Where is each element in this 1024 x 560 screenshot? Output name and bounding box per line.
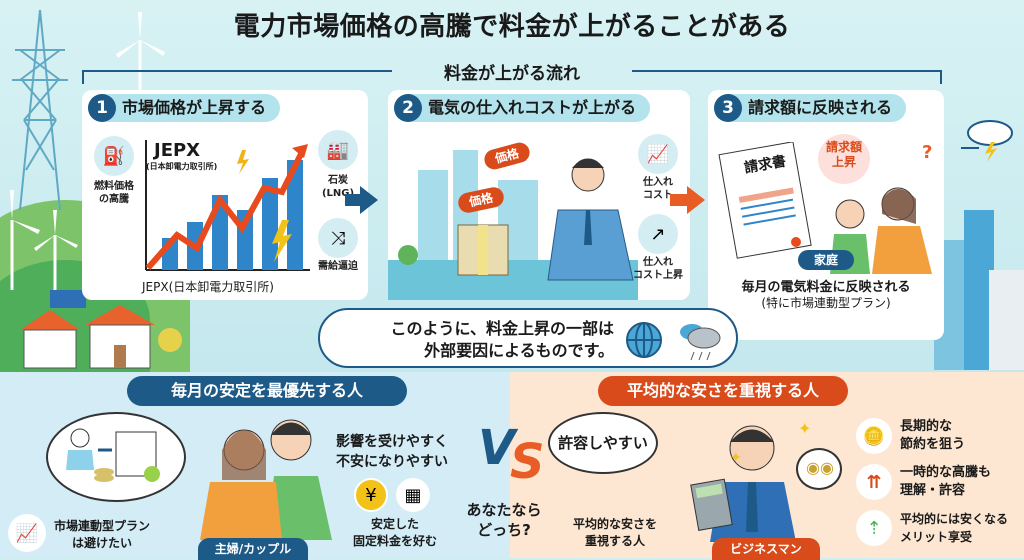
step-heading: 1 市場価格が上昇する <box>88 94 281 122</box>
label-fuel: 燃料価格 の高騰 <box>94 181 134 205</box>
supply-demand-icon: ⤨ <box>318 218 358 258</box>
yen-icon: ¥ <box>354 478 388 512</box>
houses-icon <box>20 290 182 369</box>
step-panel-2: 2 電気の仕入れコストが上がる 価格 価格 📈 仕入れ コスト ↗ 仕入れ コス… <box>388 90 690 300</box>
power-tower-icon <box>12 10 68 210</box>
step-panel-3: 3 請求額に反映される 請求書 請求額 上昇 ? 家庭 毎月の電気料金に反映され… <box>708 90 944 340</box>
benefit-3: 平均的には安くなる メリット享受 <box>900 512 1009 544</box>
step-panel-1: 1 市場価格が上昇する ⛽ 燃料価格 の高騰 JEPX (日本卸電力取引所) J… <box>82 90 368 300</box>
anxiety-note: 影響を受けやすく 不安になりやすい <box>336 434 448 470</box>
divider <box>632 70 942 72</box>
label-supply: 需給逼迫 <box>318 261 358 272</box>
question-icon: ? <box>922 142 933 163</box>
businessman-illustration: ✦ ✦ <box>690 419 811 542</box>
fuel-can-icon: ⛽ <box>94 136 134 176</box>
coin-hand-icon: 🪙 <box>856 418 892 454</box>
wind-turbine-icon <box>116 12 165 90</box>
divider <box>940 70 942 84</box>
stability-heading: 毎月の安定を最優先する人 <box>127 376 407 406</box>
globe-icon <box>626 322 662 358</box>
city-buildings-icon <box>934 210 1024 370</box>
vs-s: S <box>510 434 545 490</box>
page-title: 電力市場価格の高騰で料金が上がることがある <box>233 12 791 42</box>
rain-cloud-icon <box>680 324 721 361</box>
coins-bubble <box>796 448 842 490</box>
step3-subcaption: (特に市場連動型プラン) <box>761 296 891 310</box>
city-worker-illustration <box>388 150 638 300</box>
invoice-icon <box>718 142 812 259</box>
benefit-2: 一時的な高騰も 理解・許容 <box>900 465 992 498</box>
jepx-bar-chart <box>145 140 310 271</box>
step3-caption: 毎月の電気料金に反映される <box>741 280 911 295</box>
label-lng: 石炭 (LNG) <box>321 175 355 199</box>
chart-title: JEPX <box>154 140 201 161</box>
speech-bubble <box>818 134 870 184</box>
wind-turbine-icon <box>10 190 78 290</box>
cost-chart-icon: 📈 <box>638 134 678 174</box>
couple-tag: 主婦/カップル <box>198 538 308 560</box>
svg-text:✦: ✦ <box>730 450 742 466</box>
vs-v: V <box>478 420 516 476</box>
benefit-1: 長期的な 節約を狙う <box>900 419 966 452</box>
market-chart-icon: 📈 <box>8 514 46 552</box>
step-heading: 3 請求額に反映される <box>714 94 907 122</box>
flow-arrow <box>345 194 361 206</box>
fixed-plan-thought-icon <box>66 428 160 482</box>
which-question: あなたなら どっち? <box>466 501 542 539</box>
chart-subtitle: (日本卸電力取引所) <box>146 162 218 171</box>
flow-arrow-icon <box>687 186 705 214</box>
fixed-rate-note: 安定した 固定料金を好む <box>352 517 437 548</box>
flow-arrow-icon <box>360 186 378 214</box>
coins-icon: ◉◉ <box>806 458 834 477</box>
label-cost-up: 仕入れ コスト上昇 <box>633 257 683 281</box>
lng-coal-icon: 🏭 <box>318 130 358 170</box>
svg-text:✦: ✦ <box>798 419 811 438</box>
flow-arrow <box>670 194 688 206</box>
speech-cloud <box>548 412 658 474</box>
step-number: 1 <box>88 94 116 122</box>
step-number: 2 <box>394 94 422 122</box>
savings-hand-icon: ⇡ <box>856 510 892 546</box>
household-tag: 家庭 <box>798 250 854 270</box>
divider <box>82 70 84 84</box>
callout-text: このように、料金上昇の一部は 外部要因によるものです。 <box>390 319 614 360</box>
up-arrows-icon: ⇈ <box>856 464 892 500</box>
average-heading: 平均的な安さを重視する人 <box>598 376 848 406</box>
cost-up-icon: ↗ <box>638 214 678 254</box>
step-heading: 2 電気の仕入れコストが上がる <box>394 94 651 122</box>
bill-up-label: 請求額 上昇 <box>825 140 862 169</box>
step-number: 3 <box>714 94 742 122</box>
label-cost: 仕入れ コスト <box>643 177 673 201</box>
flow-label: 料金が上がる流れ <box>444 64 580 84</box>
tolerant-speech: 許容しやすい <box>558 434 648 452</box>
businessman-tag: ビジネスマン <box>712 538 820 560</box>
storm-cloud-icon <box>961 120 1013 162</box>
avoid-market-plan-note: 市場連動型プラン は避けたい <box>53 519 150 550</box>
average-caption: 平均的な安さを 重視する人 <box>572 517 657 548</box>
chart-caption: JEPX(日本卸電力取引所) <box>142 280 274 294</box>
callout-bubble: このように、料金上昇の一部は 外部要因によるものです。 <box>318 308 738 368</box>
calendar-icon: ▦ <box>396 478 430 512</box>
divider <box>82 70 392 72</box>
couple-illustration <box>200 419 332 540</box>
